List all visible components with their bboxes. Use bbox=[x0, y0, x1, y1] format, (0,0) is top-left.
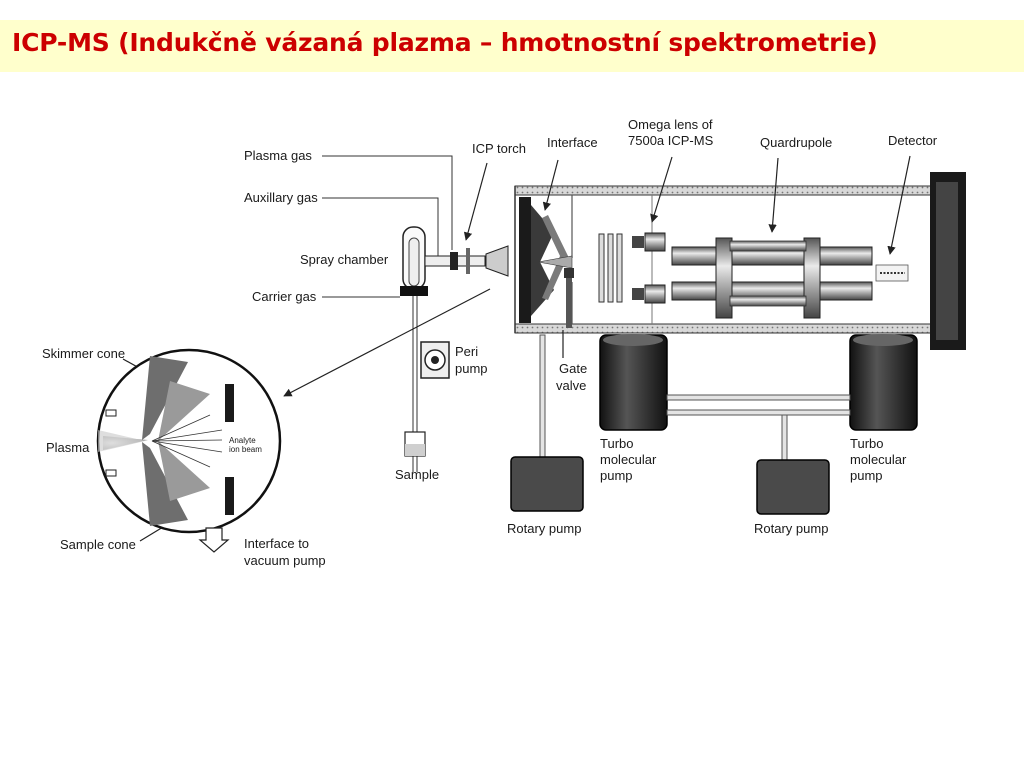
label-omega-lens-2: 7500a ICP-MS bbox=[628, 133, 714, 148]
label-auxiliary-gas: Auxillary gas bbox=[244, 190, 318, 205]
omega-lens bbox=[598, 232, 666, 304]
label-carrier-gas: Carrier gas bbox=[252, 289, 317, 304]
title-bar bbox=[0, 20, 1024, 72]
gas-lines bbox=[322, 155, 453, 472]
label-vacuum-1: Interface to bbox=[244, 536, 309, 551]
label-sample-cone: Sample cone bbox=[60, 537, 136, 552]
gate-valve bbox=[564, 268, 574, 328]
interface-inset bbox=[96, 348, 282, 553]
spray-chamber bbox=[400, 226, 428, 296]
label-gate-valve-2: valve bbox=[556, 378, 586, 393]
sample-vial bbox=[404, 431, 426, 457]
label-rotary-pump-1: Rotary pump bbox=[507, 521, 581, 536]
icp-torch bbox=[424, 245, 509, 277]
label-spray-chamber: Spray chamber bbox=[300, 252, 389, 267]
turbo-pump-1 bbox=[599, 334, 668, 431]
label-detector: Detector bbox=[888, 133, 938, 148]
label-omega-lens-1: Omega lens of bbox=[628, 117, 713, 132]
label-rotary-pump-2: Rotary pump bbox=[754, 521, 828, 536]
label-turbo-2-l1: Turbo bbox=[850, 436, 883, 451]
label-plasma: Plasma bbox=[46, 440, 90, 455]
label-turbo-1-l2: molecular bbox=[600, 452, 657, 467]
label-peri-pump-1: Peri bbox=[455, 344, 478, 359]
label-sample: Sample bbox=[395, 467, 439, 482]
label-analyte-2: ion beam bbox=[229, 445, 262, 454]
label-skimmer-cone: Skimmer cone bbox=[42, 346, 125, 361]
interface-cones bbox=[519, 197, 573, 323]
detector bbox=[875, 172, 966, 350]
vacuum-piping bbox=[539, 334, 851, 461]
rotary-pump-2 bbox=[756, 459, 830, 515]
label-turbo-1-l3: pump bbox=[600, 468, 633, 483]
diagram-labels: Plasma gas Auxillary gas Spray chamber C… bbox=[42, 117, 938, 568]
label-interface: Interface bbox=[547, 135, 598, 150]
label-turbo-1-l1: Turbo bbox=[600, 436, 633, 451]
label-icp-torch: ICP torch bbox=[472, 141, 526, 156]
quadrupole bbox=[671, 237, 873, 319]
label-turbo-2-l2: molecular bbox=[850, 452, 907, 467]
label-gate-valve-1: Gate bbox=[559, 361, 587, 376]
label-peri-pump-2: pump bbox=[455, 361, 488, 376]
label-vacuum-2: vacuum pump bbox=[244, 553, 326, 568]
peri-pump bbox=[420, 341, 450, 379]
label-turbo-2-l3: pump bbox=[850, 468, 883, 483]
rotary-pump-1 bbox=[510, 456, 584, 512]
label-analyte-1: Analyte bbox=[229, 436, 256, 445]
label-plasma-gas: Plasma gas bbox=[244, 148, 312, 163]
turbo-pump-2 bbox=[849, 334, 918, 431]
slide-title: ICP-MS (Indukčně vázaná plazma – hmotnos… bbox=[12, 28, 878, 57]
label-quadrupole: Quardrupole bbox=[760, 135, 832, 150]
